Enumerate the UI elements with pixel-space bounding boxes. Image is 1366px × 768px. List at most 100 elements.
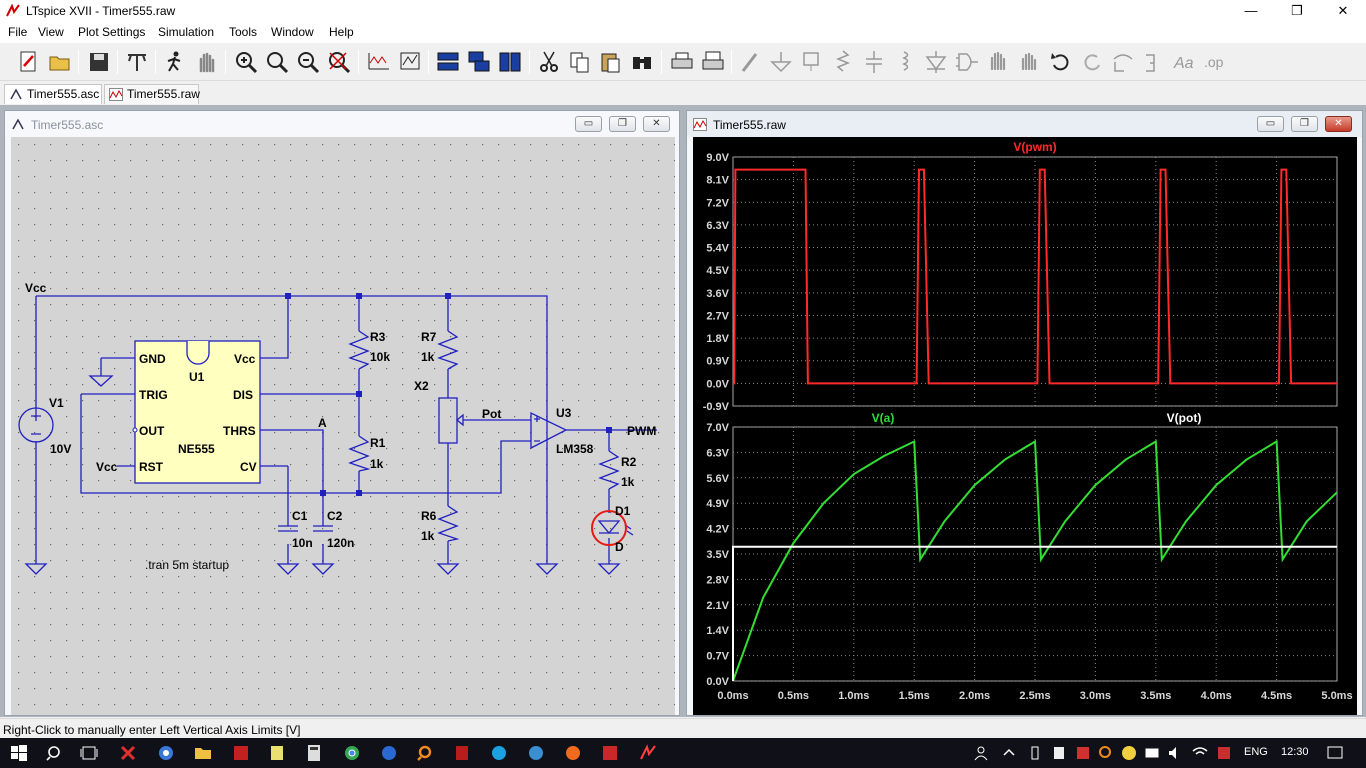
usb-icon[interactable] — [1026, 744, 1044, 762]
spice-directive[interactable]: .tran 5m startup — [145, 558, 229, 572]
app-orange-icon[interactable] — [417, 744, 435, 762]
waveform-restore-button[interactable]: ❐ — [1291, 116, 1318, 132]
copy-icon[interactable] — [567, 49, 593, 75]
waveform-minimize-button[interactable]: ▭ — [1257, 116, 1284, 132]
zoom-in-icon[interactable] — [233, 49, 259, 75]
paste-icon[interactable] — [598, 49, 624, 75]
notifications-icon[interactable] — [1326, 744, 1344, 762]
print-icon[interactable] — [669, 49, 695, 75]
menu-window[interactable]: Window — [271, 25, 314, 39]
file-explorer-icon[interactable] — [194, 744, 212, 762]
wifi-icon[interactable] — [1191, 744, 1209, 762]
draw-wire-icon[interactable] — [738, 49, 764, 75]
rotate-icon[interactable] — [1110, 49, 1136, 75]
tray-chevron-icon[interactable] — [1000, 744, 1018, 762]
menu-simulation[interactable]: Simulation — [158, 25, 215, 39]
mirror-icon[interactable] — [1141, 49, 1167, 75]
schematic-minimize-button[interactable]: ▭ — [575, 116, 602, 132]
app-tray-red-icon[interactable] — [1215, 744, 1233, 762]
save-icon[interactable] — [86, 49, 112, 75]
halt-hand-icon[interactable] — [193, 49, 219, 75]
spice-directive-icon[interactable]: .op — [1203, 49, 1229, 75]
browser-icon[interactable] — [157, 744, 175, 762]
diode-icon[interactable] — [923, 49, 949, 75]
print-setup-icon[interactable] — [700, 49, 726, 75]
undo-icon[interactable] — [1048, 49, 1074, 75]
waveform-plot[interactable]: 9.0V8.1V7.2V6.3V5.4V4.5V3.6V2.7V1.8V0.9V… — [693, 137, 1357, 715]
skype-icon[interactable] — [490, 744, 508, 762]
trace-vpot[interactable] — [732, 545, 1337, 681]
app-x-icon[interactable] — [119, 744, 137, 762]
firefox-icon[interactable] — [564, 744, 582, 762]
waveform-close-button[interactable]: ✕ — [1325, 116, 1352, 132]
text-icon[interactable]: Aa — [1172, 49, 1198, 75]
menu-help[interactable]: Help — [329, 25, 354, 39]
app-tray-icon[interactable] — [1074, 744, 1092, 762]
find-icon[interactable] — [629, 49, 655, 75]
search-tray-icon[interactable] — [1097, 744, 1115, 762]
app-blue-icon[interactable] — [380, 744, 398, 762]
trace-label-v-a[interactable]: V(a) — [872, 411, 895, 425]
open-icon[interactable] — [47, 49, 73, 75]
notes-icon[interactable] — [268, 744, 286, 762]
app-globe-icon[interactable] — [527, 744, 545, 762]
ground-icon[interactable] — [768, 49, 794, 75]
schematic-close-button[interactable]: ✕ — [643, 116, 670, 132]
redo-icon[interactable] — [1079, 49, 1105, 75]
chrome-icon[interactable] — [343, 744, 361, 762]
app-pdf-icon[interactable] — [453, 744, 471, 762]
schematic-canvas[interactable]: Vcc V1 10V U1 NE555 GND Vcc TRIG DIS OUT… — [11, 137, 675, 715]
zoom-fit-icon[interactable] — [326, 49, 352, 75]
minimize-button[interactable]: — — [1244, 3, 1258, 18]
y-tick-label: 2.8V — [706, 574, 729, 586]
search-icon[interactable] — [46, 744, 64, 762]
schematic-restore-button[interactable]: ❐ — [609, 116, 636, 132]
menu-tools[interactable]: Tools — [229, 25, 258, 39]
people-icon[interactable] — [972, 744, 990, 762]
language-indicator[interactable]: ENG — [1244, 746, 1268, 758]
tab-timer555-raw[interactable]: Timer555.raw — [104, 84, 200, 104]
zoom-pan-icon[interactable] — [264, 49, 290, 75]
trace-vpwm[interactable] — [733, 168, 1337, 385]
clock[interactable]: 12:30 — [1281, 746, 1309, 758]
app-red-icon[interactable] — [232, 744, 250, 762]
maximize-button[interactable]: ❐ — [1291, 3, 1303, 18]
y-tick-label: 8.1V — [706, 175, 729, 187]
volume-icon[interactable] — [1167, 744, 1185, 762]
trace-va[interactable] — [732, 439, 1338, 682]
battery-icon[interactable] — [1144, 744, 1162, 762]
task-view-icon[interactable] — [80, 744, 98, 762]
menu-file[interactable]: File — [8, 25, 28, 39]
ltspice-taskbar-icon[interactable] — [639, 744, 657, 762]
app-diag-icon[interactable] — [601, 744, 619, 762]
close-button[interactable]: ✕ — [1337, 3, 1349, 18]
zoom-out-icon[interactable] — [295, 49, 321, 75]
menu-plot-settings[interactable]: Plot Settings — [78, 25, 146, 39]
tile-horizontal-icon[interactable] — [435, 49, 461, 75]
cut-icon[interactable] — [536, 49, 562, 75]
plot-settings-icon[interactable] — [397, 49, 423, 75]
component-icon[interactable] — [954, 49, 980, 75]
autorange-icon[interactable] — [366, 49, 392, 75]
calculator-icon[interactable] — [305, 744, 323, 762]
emoji-tray-icon[interactable] — [1120, 744, 1138, 762]
cascade-icon[interactable] — [466, 49, 492, 75]
menu-view[interactable]: View — [38, 25, 64, 39]
tab-timer555-asc[interactable]: Timer555.asc — [4, 84, 102, 104]
trace-label-v-pot[interactable]: V(pot) — [1167, 411, 1202, 425]
move-hand-icon[interactable] — [985, 49, 1011, 75]
notes-tray-icon[interactable] — [1050, 744, 1068, 762]
windows-start-icon[interactable] — [10, 744, 28, 762]
tile-vertical-icon[interactable] — [497, 49, 523, 75]
drag-hand-icon[interactable] — [1016, 49, 1042, 75]
control-panel-icon[interactable] — [124, 49, 150, 75]
inductor-icon[interactable] — [892, 49, 918, 75]
new-schematic-icon[interactable] — [16, 49, 42, 75]
waveform-window-title: Timer555.raw — [713, 118, 786, 132]
capacitor-icon[interactable] — [861, 49, 887, 75]
resistor-icon[interactable] — [830, 49, 856, 75]
label-net-icon[interactable] — [799, 49, 825, 75]
run-icon[interactable] — [162, 49, 188, 75]
waveform-window-icon — [693, 118, 707, 131]
trace-label-v-pwm[interactable]: V(pwm) — [1013, 140, 1056, 154]
